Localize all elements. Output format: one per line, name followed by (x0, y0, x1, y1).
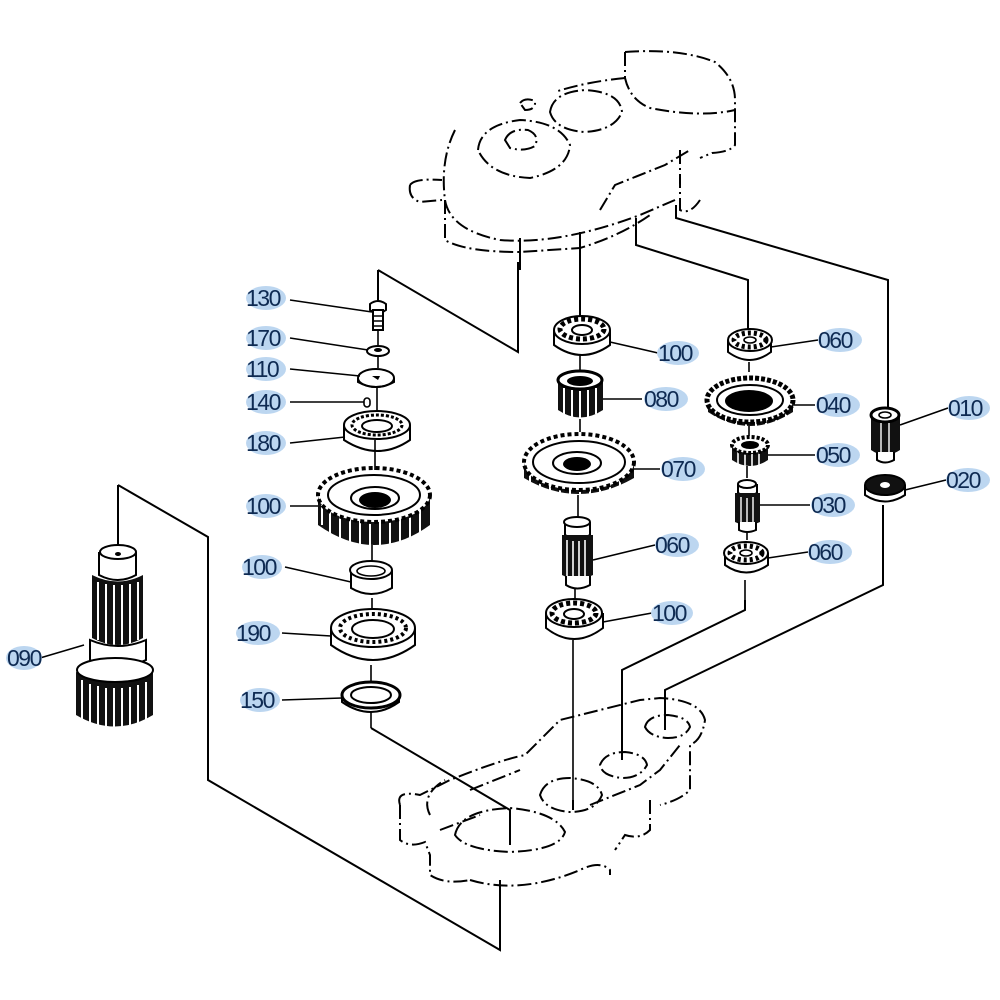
axis-line (370, 330, 379, 728)
label-110: 090 (7, 645, 42, 671)
part-040-gear[interactable] (704, 375, 796, 430)
callout-040[interactable]: 040 (793, 392, 860, 418)
part-060-bearing-upper[interactable] (727, 328, 773, 361)
label-060-lower: 060 (808, 539, 843, 565)
callout-060-lower[interactable]: 060 (767, 539, 852, 565)
callout-070[interactable]: 060 (592, 532, 699, 561)
callout-190[interactable]: 180 (246, 430, 346, 456)
label-130: 100 (242, 554, 277, 580)
callout-110[interactable]: 090 (6, 644, 85, 671)
part-020-bearing[interactable] (864, 474, 906, 503)
callout-200[interactable]: 190 (236, 620, 332, 646)
label-080: 070 (661, 456, 696, 482)
part-050-small-gear[interactable] (730, 435, 770, 468)
part-170-lock-washer[interactable] (366, 345, 390, 357)
callout-020[interactable]: 020 (904, 467, 990, 493)
callout-180[interactable]: 150 (240, 687, 343, 713)
part-070-splined-shaft[interactable] (562, 516, 593, 590)
callout-100-upper[interactable]: 100 (609, 340, 699, 366)
callout-030[interactable]: 030 (760, 492, 855, 518)
label-020: 020 (946, 467, 981, 493)
label-040: 040 (816, 392, 851, 418)
callout-160[interactable]: 140 (246, 389, 364, 415)
label-200: 190 (236, 620, 271, 646)
callout-120[interactable]: 100 (246, 493, 318, 519)
part-150-bolt[interactable] (369, 300, 387, 331)
callout-150[interactable]: 130 (246, 285, 373, 313)
axis-line (572, 355, 581, 800)
label-160: 140 (246, 389, 281, 415)
callout-080[interactable]: 070 (634, 456, 705, 482)
part-090-pinion-gear[interactable] (556, 369, 604, 419)
part-160-pin[interactable] (363, 397, 371, 408)
callout-170[interactable]: 170 (246, 325, 369, 351)
part-190-bearing[interactable] (343, 410, 411, 452)
label-190: 180 (246, 430, 281, 456)
part-010-pinion-shaft[interactable] (869, 406, 901, 464)
part-100-bearing-upper[interactable] (553, 315, 611, 356)
label-140: 110 (246, 356, 279, 382)
label-100-upper: 100 (658, 340, 693, 366)
callout-060-upper[interactable]: 060 (770, 327, 862, 353)
callout-050[interactable]: 050 (768, 442, 860, 468)
callout-140[interactable]: 110 (246, 356, 361, 382)
label-070: 060 (655, 532, 690, 558)
callout-130[interactable]: 100 (242, 554, 352, 583)
label-170: 170 (246, 325, 281, 351)
part-060-bearing-lower[interactable] (723, 541, 769, 574)
leader-line (635, 218, 749, 330)
leader-line (370, 727, 511, 845)
label-150: 130 (246, 285, 281, 311)
callout-010[interactable]: 010 (899, 395, 990, 426)
part-140-washer-plate[interactable] (357, 368, 395, 388)
lower-housing (398, 696, 707, 887)
callout-090[interactable]: 080 (603, 386, 688, 412)
label-030: 030 (811, 492, 846, 518)
part-080-large-gear[interactable] (522, 432, 636, 500)
leader-line (621, 600, 746, 760)
leader-line (377, 262, 519, 354)
label-120: 100 (246, 493, 281, 519)
label-090: 080 (644, 386, 679, 412)
part-120-large-gear[interactable] (316, 466, 432, 548)
label-180: 150 (240, 687, 275, 713)
upper-housing (408, 50, 736, 300)
label-060-upper: 060 (818, 327, 853, 353)
label-050: 050 (816, 442, 851, 468)
label-100-lower: 100 (652, 600, 687, 626)
leader-line (664, 505, 884, 730)
part-100-bearing-lower[interactable] (545, 598, 604, 640)
part-110-output-shaft[interactable] (76, 484, 501, 952)
part-200-bearing[interactable] (330, 608, 416, 661)
axis-line (744, 362, 750, 600)
leader-line (675, 205, 889, 408)
callout-100-lower[interactable]: 100 (602, 600, 693, 626)
part-030-splined-shaft[interactable] (735, 479, 760, 533)
label-010: 010 (948, 395, 983, 421)
part-130-spacer-collar[interactable] (349, 560, 393, 595)
part-180-oil-seal[interactable] (340, 680, 402, 713)
